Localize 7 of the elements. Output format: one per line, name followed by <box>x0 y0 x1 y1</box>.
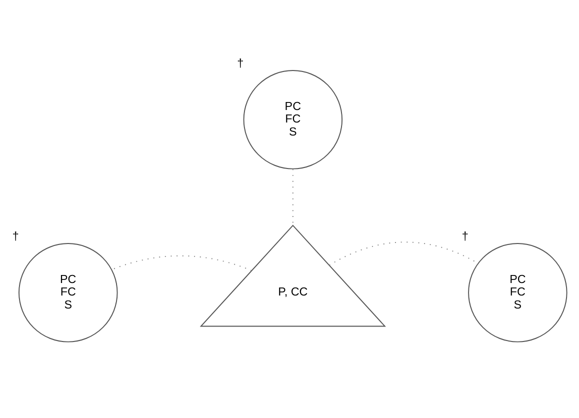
node-label: † <box>462 230 468 244</box>
node-label: † <box>12 230 19 244</box>
node-circle: PC FC S <box>468 243 568 342</box>
node-circle: PC FC S <box>18 243 118 342</box>
connector <box>111 255 252 271</box>
node-label: † <box>237 57 244 70</box>
node-circle: PC FC S <box>243 70 343 170</box>
